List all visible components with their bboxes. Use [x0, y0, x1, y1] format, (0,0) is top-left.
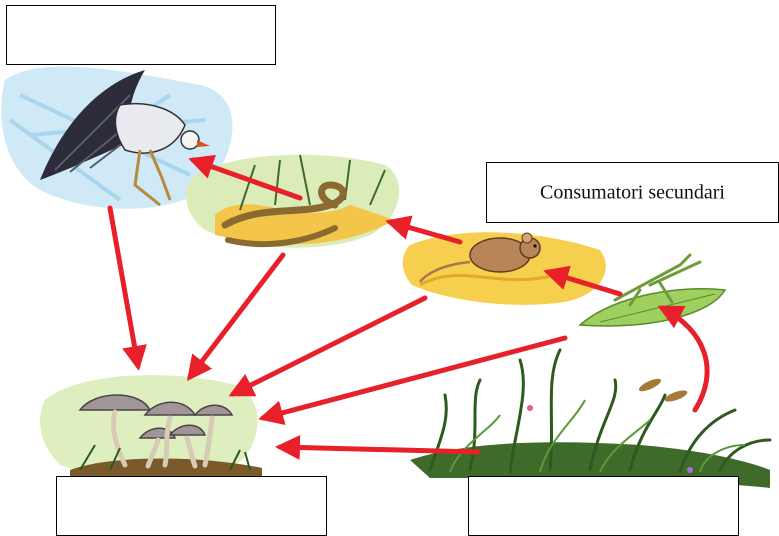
label-box-top-left[interactable]: [6, 5, 276, 65]
arrow-mantis-to-mushrooms: [263, 338, 565, 418]
label-box-top-right[interactable]: Consumatori secundari: [486, 162, 779, 223]
mushrooms-illustration: [40, 375, 262, 476]
arrow-bird-to-mushrooms: [110, 208, 138, 366]
label-text-top-right: Consumatori secundari: [487, 181, 778, 204]
arrow-plants-to-mushrooms: [280, 447, 478, 452]
arrow-snake-to-mushrooms: [190, 255, 283, 377]
label-box-bottom-left[interactable]: [56, 476, 327, 536]
arrow-mouse-to-mushrooms: [233, 298, 425, 394]
leaf: [580, 289, 725, 326]
plants-illustration: [410, 350, 770, 488]
label-box-bottom-right[interactable]: [468, 476, 739, 536]
mouse-illustration: [403, 232, 606, 305]
arrow-mouse-to-snake: [390, 222, 460, 242]
